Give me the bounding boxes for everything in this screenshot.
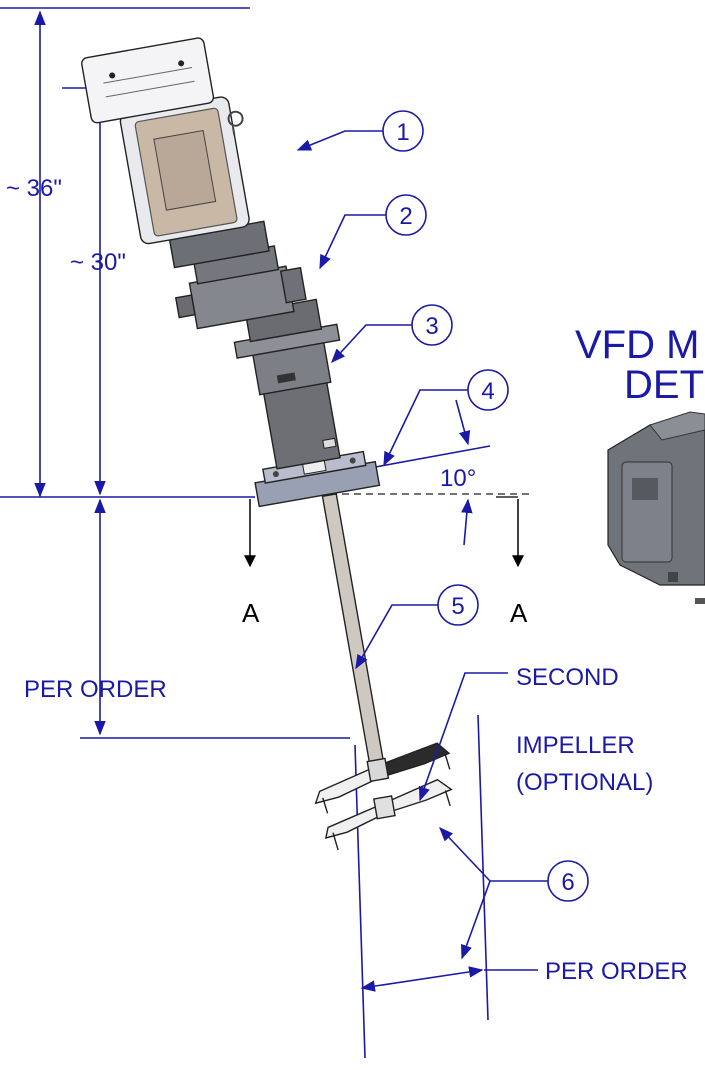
callout-3: 3	[331, 304, 453, 364]
callout-3-label: 3	[425, 313, 438, 340]
second-impeller	[324, 778, 453, 851]
dimension-impeller-diameter: PER ORDER	[354, 714, 688, 1059]
dimension-overall-height: ~ 36"	[0, 7, 250, 498]
section-mark-right: A	[510, 598, 528, 628]
bearing-housing	[233, 323, 341, 470]
second-impeller-line2: IMPELLER	[516, 732, 635, 759]
shaft-length-label: PER ORDER	[24, 676, 167, 703]
vfd-detail: VFD M DET	[575, 323, 705, 604]
section-mark-left: A	[242, 598, 260, 628]
section-a-marks: A A	[242, 496, 528, 628]
dimension-mount-angle: 10°	[258, 399, 530, 546]
callout-4: 4	[383, 369, 509, 467]
shaft	[321, 493, 387, 778]
callout-5-label: 5	[451, 593, 464, 620]
dimension-shaft-length: PER ORDER	[0, 496, 350, 739]
callout-1-label: 1	[396, 119, 409, 146]
callout-1: 1	[296, 110, 424, 152]
impeller-diameter-label: PER ORDER	[545, 958, 688, 985]
second-impeller-note: SECOND IMPELLER (OPTIONAL)	[418, 664, 653, 802]
second-impeller-line1: SECOND	[516, 664, 619, 691]
mounting-plate	[254, 450, 381, 508]
callout-6: 6	[439, 826, 589, 960]
vfd-title-line2: DET	[624, 363, 704, 407]
motor-height-label: ~ 30"	[70, 249, 126, 276]
vfd-title-line1: VFD M	[575, 323, 699, 367]
gearbox	[174, 245, 323, 343]
callout-4-label: 4	[481, 378, 494, 405]
motor	[81, 37, 270, 269]
mixer-assembly	[81, 37, 453, 851]
second-impeller-line3: (OPTIONAL)	[516, 769, 653, 796]
vfd-unit-image	[607, 411, 705, 604]
mount-angle-label: 10°	[440, 465, 476, 492]
callout-2-label: 2	[399, 203, 412, 230]
callout-5: 5	[355, 584, 479, 670]
callout-6-label: 6	[561, 869, 574, 896]
overall-height-label: ~ 36"	[6, 175, 62, 202]
main-impeller	[314, 742, 451, 814]
callout-2: 2	[319, 194, 427, 270]
